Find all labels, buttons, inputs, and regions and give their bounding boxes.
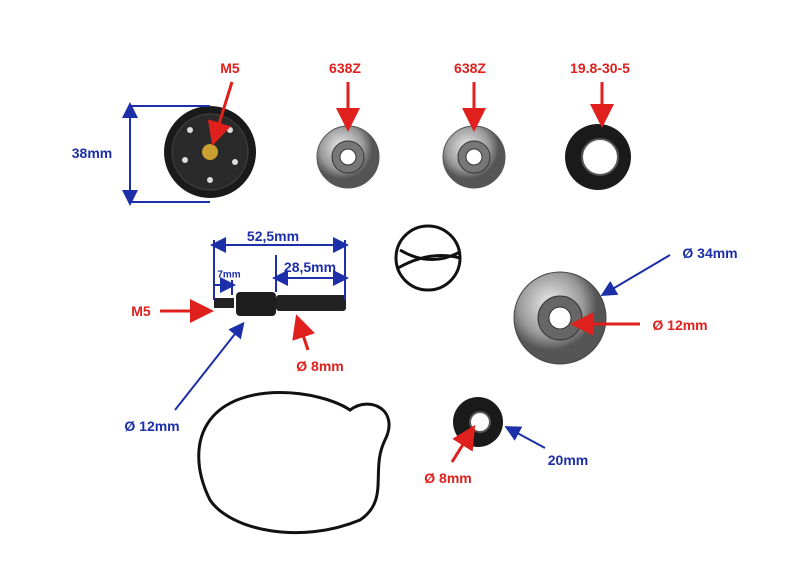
blue-dimensions — [122, 102, 671, 449]
small-seal — [453, 397, 503, 447]
o-ring — [197, 391, 391, 535]
shaft — [214, 292, 346, 316]
impeller-thread-label: M5 — [220, 60, 240, 76]
shaft-diameter-label: Ø 8mm — [296, 358, 344, 374]
bearing-1 — [316, 125, 380, 189]
bearing-1-label: 638Z — [329, 60, 361, 76]
small-seal-width-label: 20mm — [547, 452, 589, 468]
shaft-end-length-label: 28,5mm — [283, 259, 337, 275]
shaft-length-label: 52,5mm — [246, 228, 300, 244]
oil-seal-label: 19.8-30-5 — [570, 60, 630, 76]
small-seal-inner-label: Ø 8mm — [424, 470, 472, 486]
impeller-diameter-label: 38mm — [71, 145, 113, 161]
oil-seal — [565, 124, 631, 190]
impeller — [164, 106, 256, 198]
shaft-collar-diameter-label: Ø 12mm — [124, 418, 180, 434]
shaft-thread-length-label: 7mm — [217, 269, 241, 281]
seal-bearing — [513, 271, 607, 365]
bearing-2-label: 638Z — [454, 60, 486, 76]
red-arrows — [160, 81, 640, 463]
circlip — [394, 224, 462, 292]
shaft-thread-label: M5 — [131, 303, 151, 319]
seal-inner-label: Ø 12mm — [652, 317, 708, 333]
bearing-2 — [442, 125, 506, 189]
seal-outer-label: Ø 34mm — [682, 245, 738, 261]
